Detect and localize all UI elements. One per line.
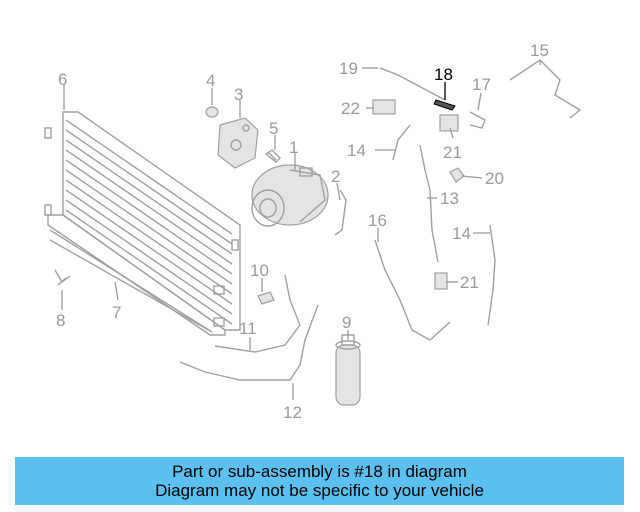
switch-10 [257, 291, 275, 305]
callout-7: 7 [112, 303, 121, 322]
seal-kit-21b [434, 272, 448, 290]
condenser [44, 111, 241, 336]
caption-banner: Part or sub-assembly is #18 in diagram D… [15, 457, 624, 505]
sensor-18 [433, 99, 456, 111]
hose-14a [392, 124, 411, 161]
callout-19: 19 [339, 59, 358, 78]
callout-13: 13 [440, 189, 459, 208]
callout-14a: 14 [347, 141, 366, 160]
callout-22: 22 [341, 99, 360, 118]
callout-1: 1 [289, 138, 298, 157]
callout-15: 15 [530, 41, 549, 60]
receiver-drier [335, 334, 361, 406]
callout-2: 2 [331, 167, 340, 186]
callout-17: 17 [472, 75, 491, 94]
callout-3: 3 [234, 85, 243, 104]
caption-line-1: Part or sub-assembly is #18 in diagram [172, 462, 467, 481]
callout-9: 9 [342, 313, 351, 332]
hose-11 [214, 274, 301, 353]
callout-5: 5 [269, 119, 278, 138]
callout-14b: 14 [452, 224, 471, 243]
bolt-5 [264, 149, 281, 163]
parts-diagram: 6 4 3 5 1 2 7 8 10 11 9 12 13 14 14 15 1… [44, 41, 582, 422]
callout-11: 11 [239, 319, 257, 338]
leader-lines [61, 60, 541, 400]
callout-20: 20 [485, 169, 504, 188]
callout-16: 16 [368, 211, 387, 230]
callout-8: 8 [56, 311, 65, 330]
bolt-2 [334, 189, 347, 236]
callout-21a: 21 [443, 143, 462, 162]
bracket [217, 117, 259, 169]
compressor [251, 164, 329, 227]
callout-4: 4 [206, 71, 215, 90]
line-13 [419, 144, 439, 263]
hose-16 [374, 239, 451, 341]
callout-12: 12 [283, 403, 302, 422]
seals-22 [372, 99, 396, 115]
hose-12 [179, 304, 319, 381]
valve-17 [469, 111, 486, 129]
hose-14b [487, 224, 496, 326]
line-19 [379, 67, 446, 101]
callout-21b: 21 [460, 273, 479, 292]
hose-15 [509, 59, 582, 119]
seal-kit-21a [439, 114, 459, 132]
clip-8 [54, 269, 71, 286]
callout-18: 18 [434, 65, 453, 84]
grommet-4 [205, 106, 219, 118]
cap-20 [449, 167, 465, 183]
callout-10: 10 [250, 261, 269, 280]
caption-line-2: Diagram may not be specific to your vehi… [155, 481, 484, 500]
callout-6: 6 [58, 70, 67, 89]
